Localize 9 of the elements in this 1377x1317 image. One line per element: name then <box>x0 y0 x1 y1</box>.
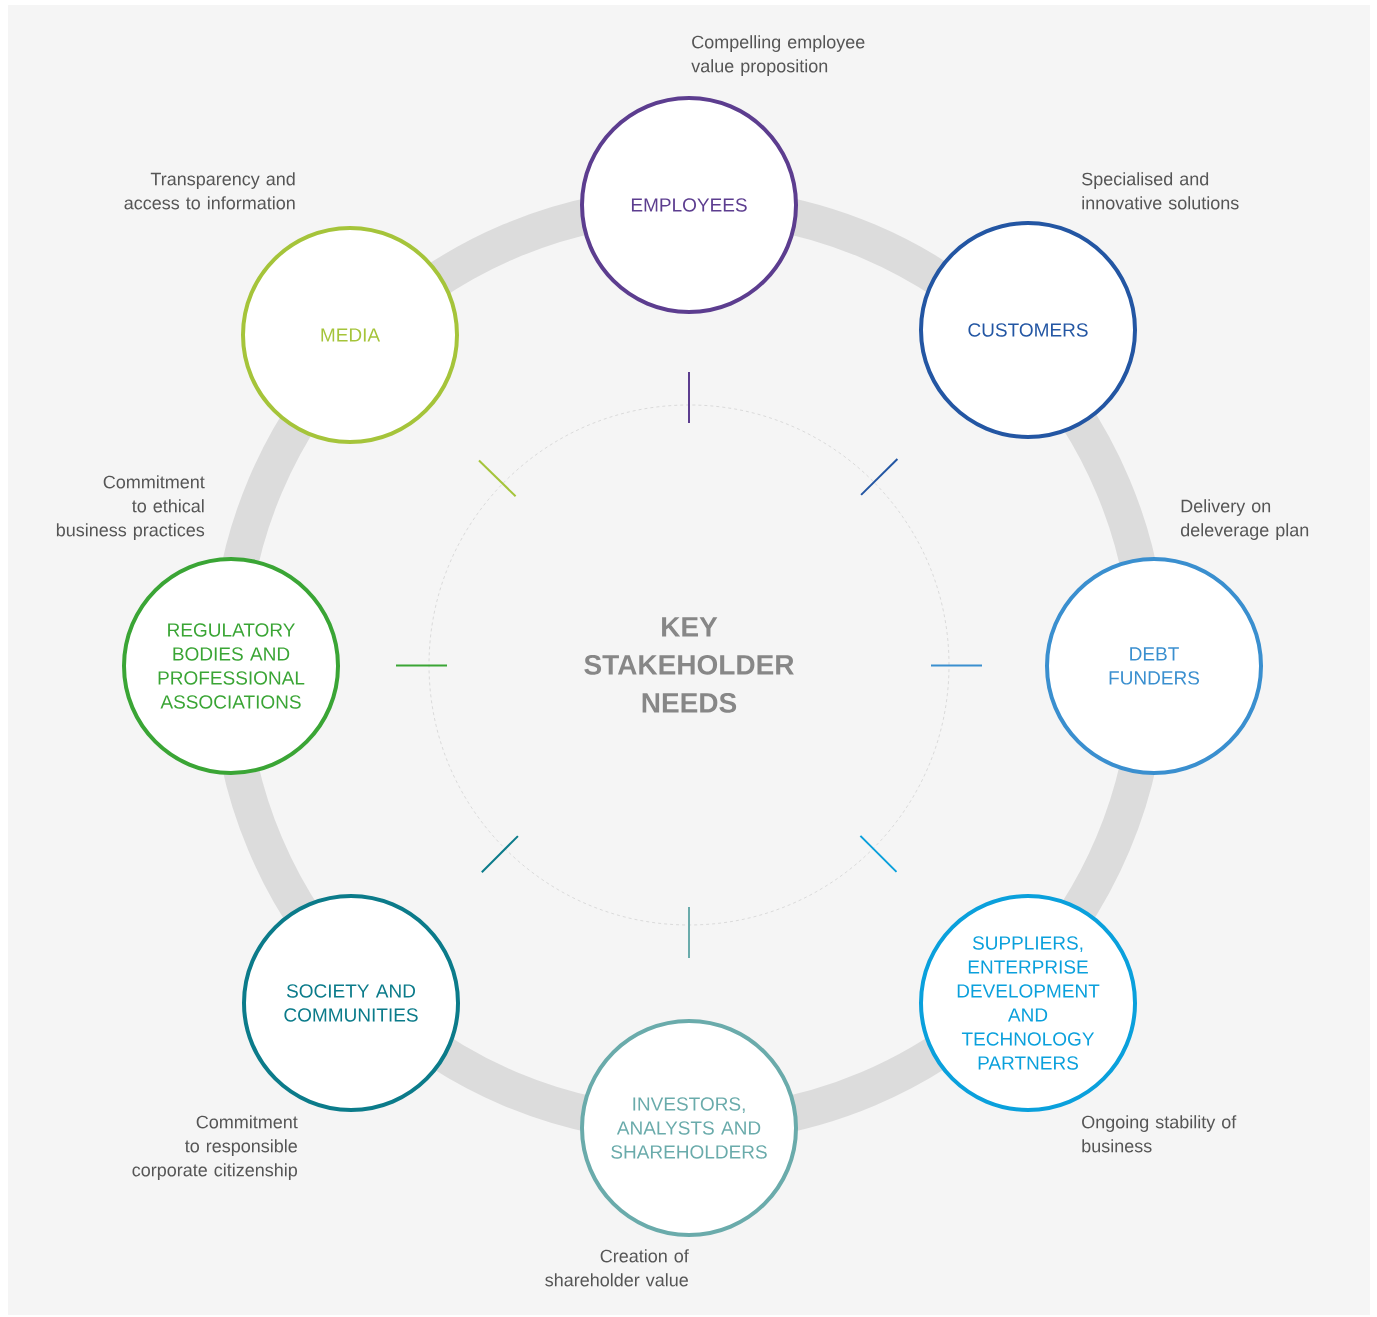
need-text: Creation of shareholder value <box>545 1249 689 1287</box>
need-text: Transparency and access to information <box>124 172 295 210</box>
need-text: Commitment to ethical business practices <box>56 475 205 540</box>
need-text: Ongoing stability of business <box>1082 1115 1237 1153</box>
need-text: Specialised and innovative solutions <box>1082 172 1239 210</box>
need-text: Commitment to responsible corporate citizenship <box>132 1115 298 1180</box>
need-text: Delivery on deleverage plan <box>1180 499 1309 540</box>
center-heading: KEY STAKEHOLDER NEEDS <box>584 617 794 713</box>
need-text: Compelling employee value proposition <box>691 35 865 76</box>
